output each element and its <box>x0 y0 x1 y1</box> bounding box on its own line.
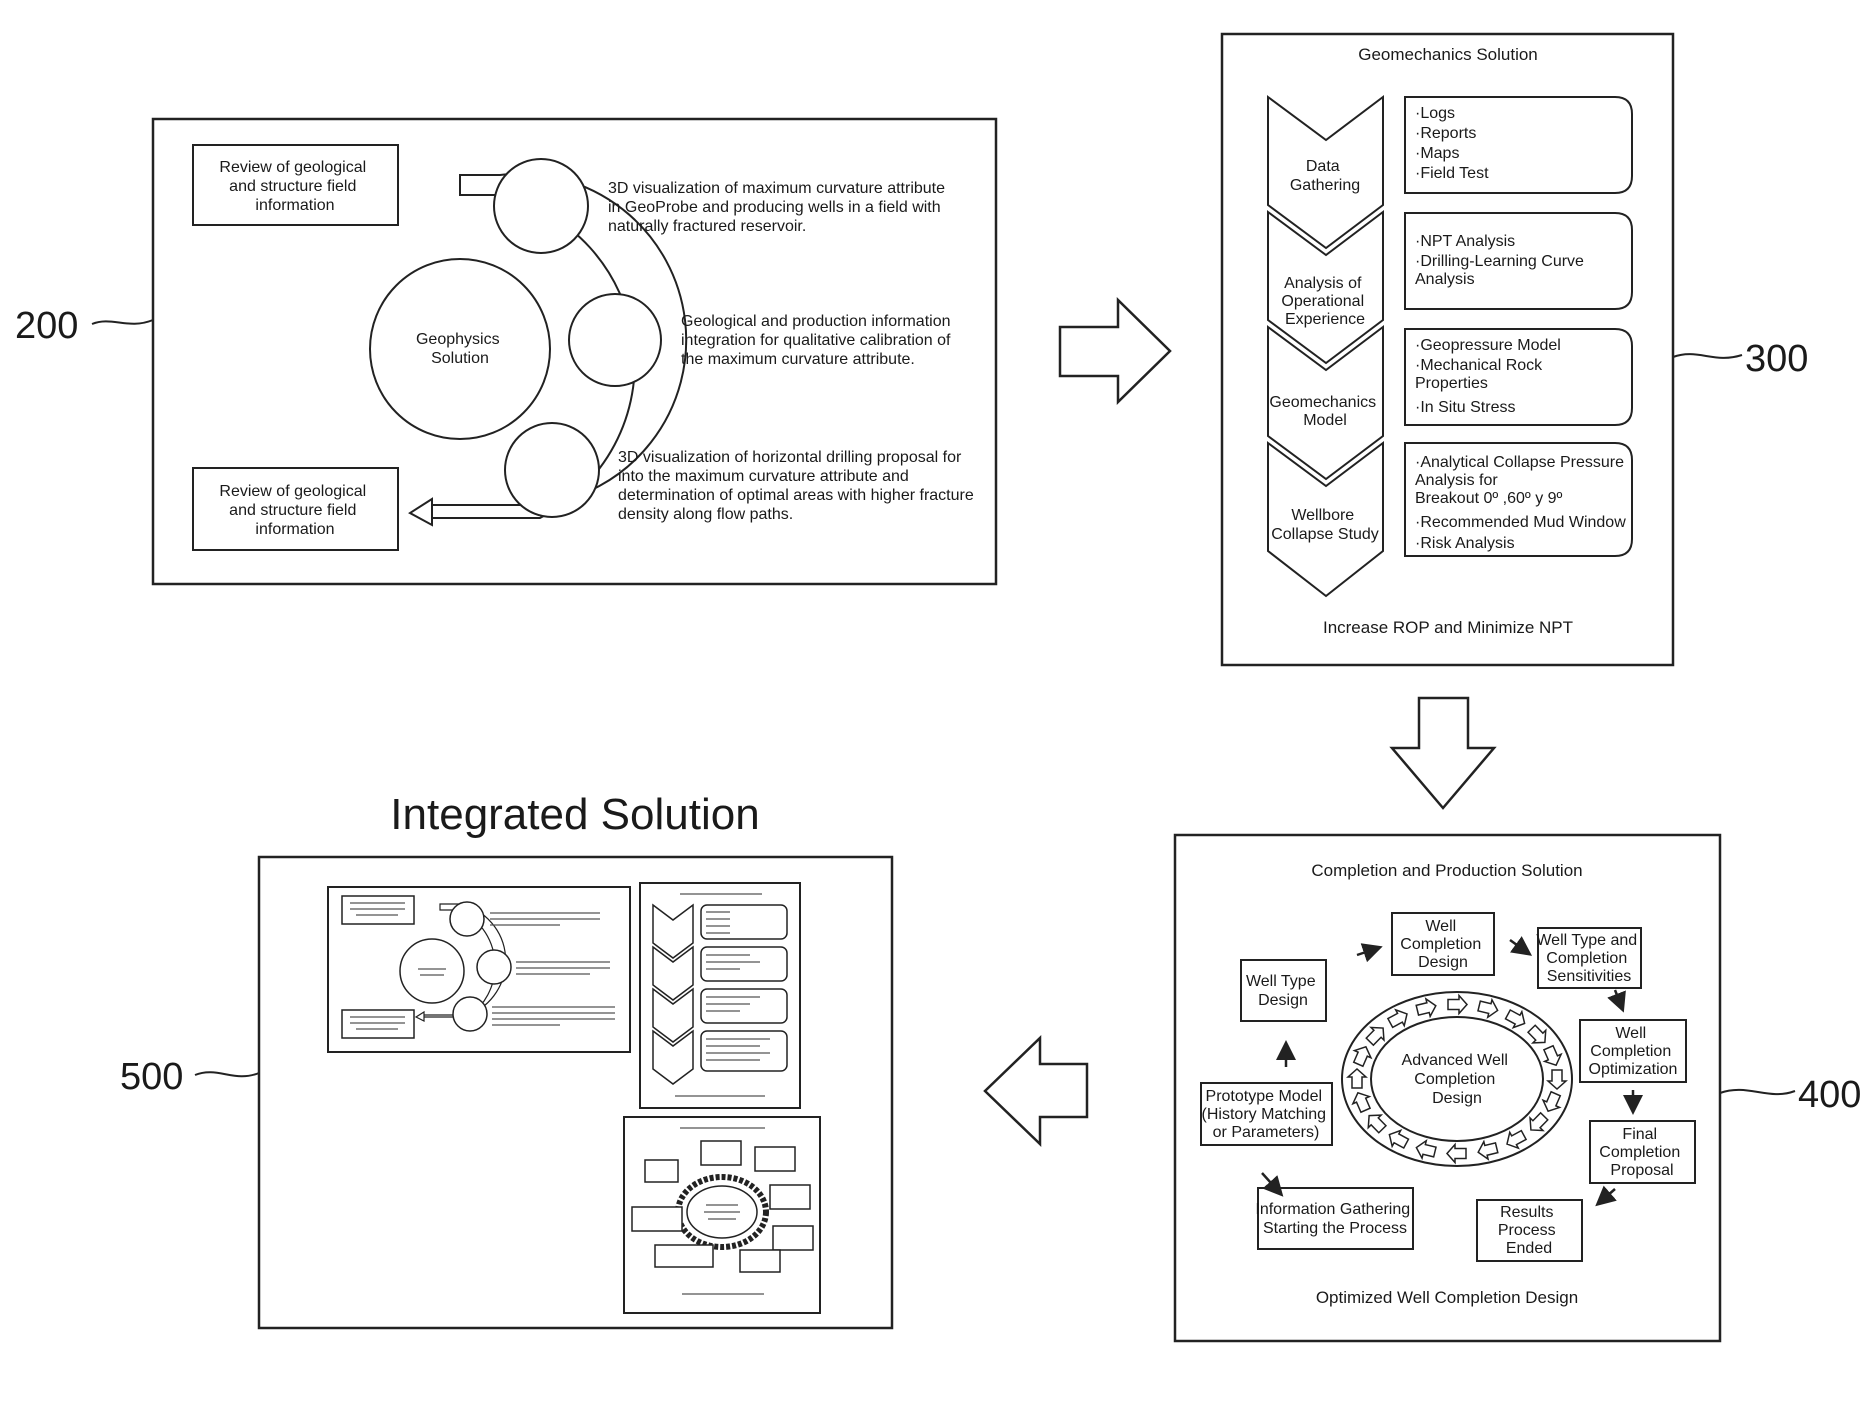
box-information-gathering <box>1258 1188 1413 1249</box>
ref-leader-400 <box>1720 1090 1795 1094</box>
arrow-left-400-to-500 <box>985 1038 1087 1144</box>
ref-label-200: 200 <box>15 305 78 347</box>
step-circle-2 <box>569 294 661 386</box>
step-circle-3 <box>505 423 599 517</box>
text-prototype-model: Prototype Model (History Matching or Par… <box>1202 1088 1331 1141</box>
text-results-process-ended: Results Process Ended <box>1498 1204 1560 1257</box>
ref-label-400: 400 <box>1798 1074 1861 1116</box>
step-operational-experience: Analysis of Operational Experience <box>1281 275 1368 328</box>
mini-panel-geomechanics <box>640 883 800 1108</box>
ref-label-300: 300 <box>1745 338 1808 380</box>
mini-panel-completion <box>624 1117 820 1313</box>
geophysics-solution-circle <box>370 259 550 439</box>
ref-leader-200 <box>92 320 153 324</box>
completion-title: Completion and Production Solution <box>1311 861 1582 880</box>
completion-footer: Optimized Well Completion Design <box>1316 1288 1578 1307</box>
text-well-type-sensitivities: Well Type and Completion Sensitivities <box>1536 932 1641 985</box>
geomechanics-footer: Increase ROP and Minimize NPT <box>1323 618 1573 637</box>
panel-400-completion-production: Completion and Production Solution Advan… <box>1175 835 1720 1341</box>
geomechanics-title: Geomechanics Solution <box>1358 45 1538 64</box>
panel-500-integrated-solution <box>259 857 892 1328</box>
ref-leader-500 <box>195 1072 259 1076</box>
ref-label-500: 500 <box>120 1056 183 1098</box>
arrow-down-300-to-400 <box>1392 698 1494 808</box>
arrow-right-200-to-300 <box>1060 300 1170 402</box>
panel-200-geophysics-solution: Review of geological and structure field… <box>153 119 996 584</box>
box-well-type-design <box>1241 960 1326 1021</box>
step-text-2: Geological and production information in… <box>681 313 955 368</box>
mini-panel-geophysics <box>328 887 630 1052</box>
ref-leader-300 <box>1673 354 1742 358</box>
step-circle-1 <box>494 159 588 253</box>
integrated-solution-title: Integrated Solution <box>390 790 759 839</box>
panel-300-geomechanics-solution: Geomechanics Solution Data Gathering Ana… <box>1222 34 1673 665</box>
